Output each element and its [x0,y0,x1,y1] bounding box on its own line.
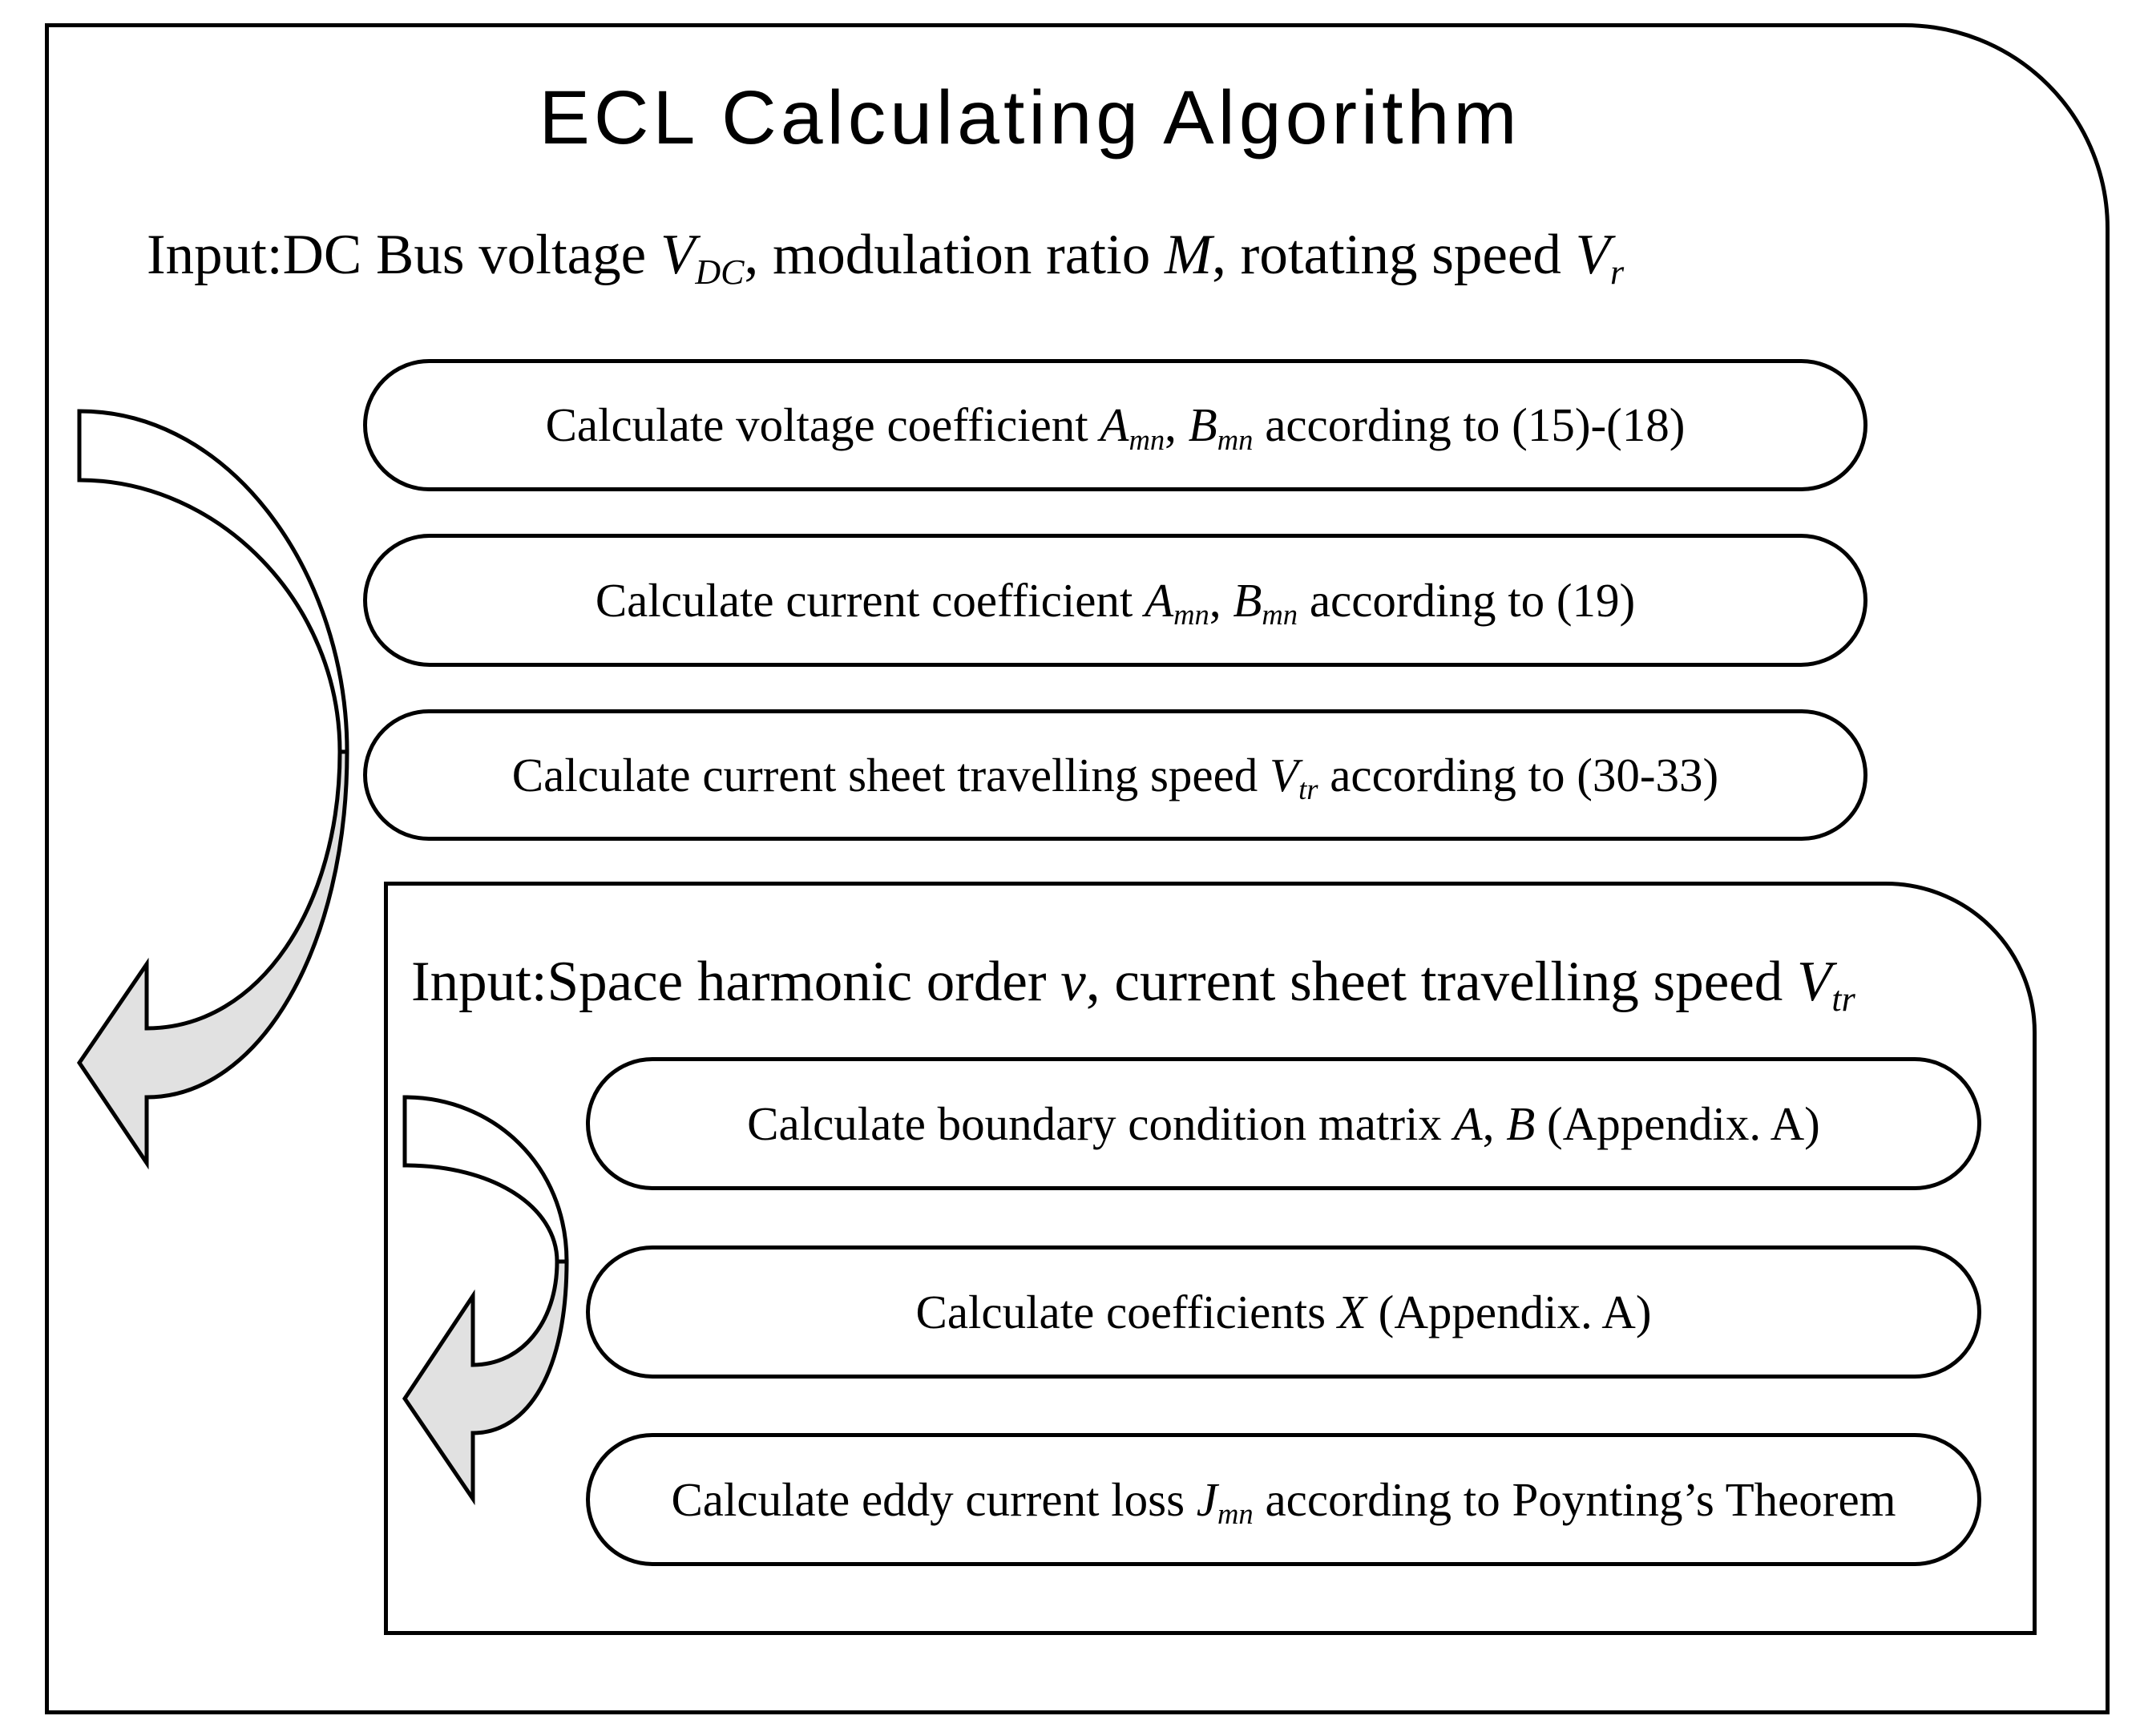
step-travelling-speed: Calculate current sheet travelling speed… [363,709,1867,841]
var-b: B [1188,398,1217,451]
step-text: Calculate voltage coefficient [545,398,1100,451]
step-text: according to (15)-(18) [1253,398,1686,451]
var-a: A [1453,1096,1483,1150]
step-text: (Appendix. A) [1366,1285,1652,1338]
var-v-r: V [1575,224,1611,286]
outer-loop-frame [45,23,2110,1714]
step-text: according to Poynting’s Theorem [1253,1472,1896,1526]
var-a: A [1100,398,1129,451]
var-v: V [1270,748,1299,801]
outer-input-text-2: , modulation ratio [744,224,1165,286]
sub-mn: mn [1262,598,1298,632]
step-label: Calculate voltage coefficient Amn, Bmn a… [546,402,1686,454]
sub-mn: mn [1217,422,1254,456]
sub-mn: mn [1129,422,1165,456]
var-v-tr: V [1796,951,1832,1013]
var-j: J [1196,1472,1217,1526]
inner-loop-frame [384,882,2037,1635]
step-text: Calculate coefficients [915,1285,1338,1338]
inner-input-text-1: Input:Space harmonic order [411,951,1061,1013]
sub-dc: DC [695,252,745,293]
step-text: , [1165,398,1189,451]
outer-input-text-3: , rotating speed [1212,224,1576,286]
step-label: Calculate boundary condition matrix A, B… [747,1100,1820,1148]
sub-mn: mn [1217,1497,1254,1531]
step-text: according to (30-33) [1318,748,1719,801]
var-x: X [1337,1285,1367,1338]
step-current-coefficient: Calculate current coefficient Amn, Bmn a… [363,534,1867,667]
step-coefficients-x: Calculate coefficients X (Appendix. A) [586,1245,1981,1379]
inner-input-text-2: , current sheet travelling speed [1085,951,1797,1013]
step-text: (Appendix. A) [1535,1096,1820,1150]
step-label: Calculate current sheet travelling speed… [511,748,1719,804]
outer-input-label: Input:DC Bus voltage VDC, modulation rat… [147,224,1624,290]
step-text: Calculate current sheet travelling speed [511,748,1270,801]
outer-input-text-1: Input:DC Bus voltage [147,224,660,286]
step-label: Calculate coefficients X (Appendix. A) [915,1285,1652,1338]
sub-tr: tr [1298,773,1318,806]
step-text: Calculate eddy current loss [671,1472,1197,1526]
inner-input-label: Input:Space harmonic order v, current sh… [411,951,1855,1017]
step-text: according to (19) [1298,573,1636,627]
var-b: B [1233,573,1262,627]
sub-r: r [1610,252,1625,293]
var-v-dc: V [660,224,696,286]
step-text: Calculate boundary condition matrix [747,1096,1454,1150]
step-text: , [1482,1096,1507,1150]
step-text: Calculate current coefficient [595,573,1145,627]
var-v-order: v [1060,951,1086,1013]
step-text: , [1209,573,1234,627]
step-eddy-current-loss: Calculate eddy current loss Jmn accordin… [586,1433,1981,1566]
sub-mn: mn [1173,598,1209,632]
diagram-title: ECL Calculating Algorithm [539,75,1521,160]
sub-tr: tr [1831,979,1855,1019]
step-boundary-matrix: Calculate boundary condition matrix A, B… [586,1057,1981,1190]
var-m: M [1165,224,1213,286]
var-a: A [1145,573,1174,627]
var-b: B [1506,1096,1536,1150]
step-voltage-coefficient: Calculate voltage coefficient Amn, Bmn a… [363,359,1867,491]
step-label: Calculate current coefficient Amn, Bmn a… [595,573,1636,629]
step-label: Calculate eddy current loss Jmn accordin… [671,1472,1896,1528]
